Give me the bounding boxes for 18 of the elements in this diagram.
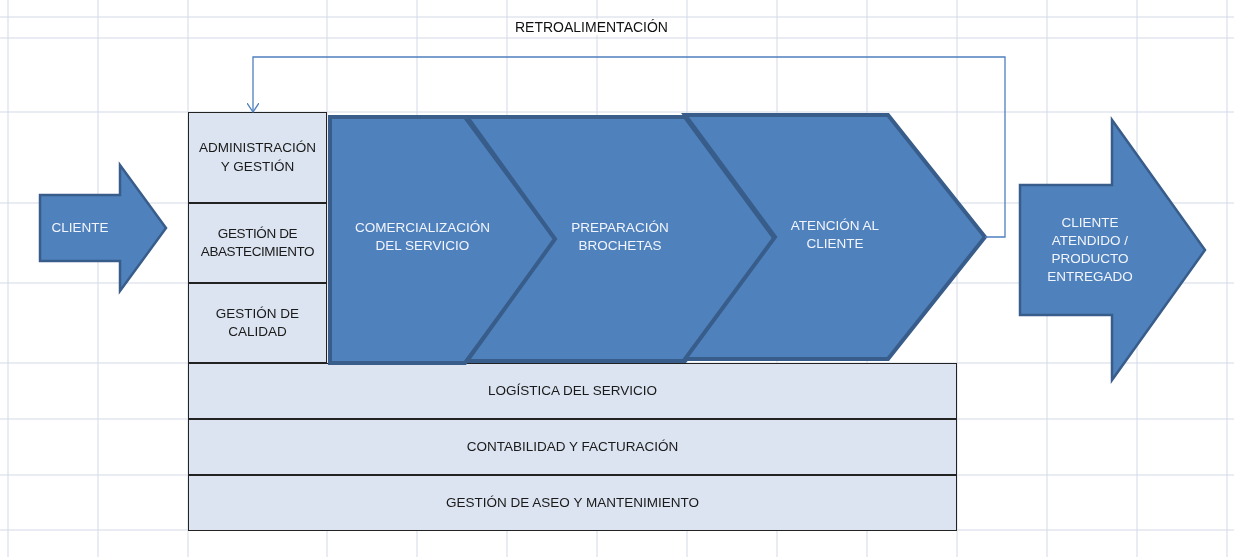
support-band <box>188 363 957 419</box>
process-label: CLIENTE ATENDIDO / PRODUCTO ENTREGADO <box>1046 213 1134 287</box>
process-label: COMERCIALIZACIÓN DEL SERVICIO <box>354 218 491 255</box>
support-box <box>188 203 327 283</box>
support-label: ADMINISTRACIÓN Y GESTIÓN <box>199 139 316 176</box>
support-box <box>188 283 327 363</box>
support-label: LOGÍSTICA DEL SERVICIO <box>488 381 657 400</box>
support-label: GESTIÓN DE CALIDAD <box>214 304 301 341</box>
support-label: GESTIÓN DE ASEO Y MANTENIMIENTO <box>446 493 699 512</box>
process-label: CLIENTE <box>51 218 109 237</box>
support-band <box>188 475 957 531</box>
support-label: GESTIÓN DE ABASTECIMIENTO <box>199 224 316 261</box>
support-band <box>188 419 957 475</box>
feedback-arrow <box>246 56 1006 238</box>
support-box <box>188 112 327 203</box>
support-label: CONTABILIDAD Y FACTURACIÓN <box>466 437 679 456</box>
process-label: ATENCIÓN AL CLIENTE <box>789 216 881 253</box>
process-label: PREPARACIÓN BROCHETAS <box>570 218 670 255</box>
